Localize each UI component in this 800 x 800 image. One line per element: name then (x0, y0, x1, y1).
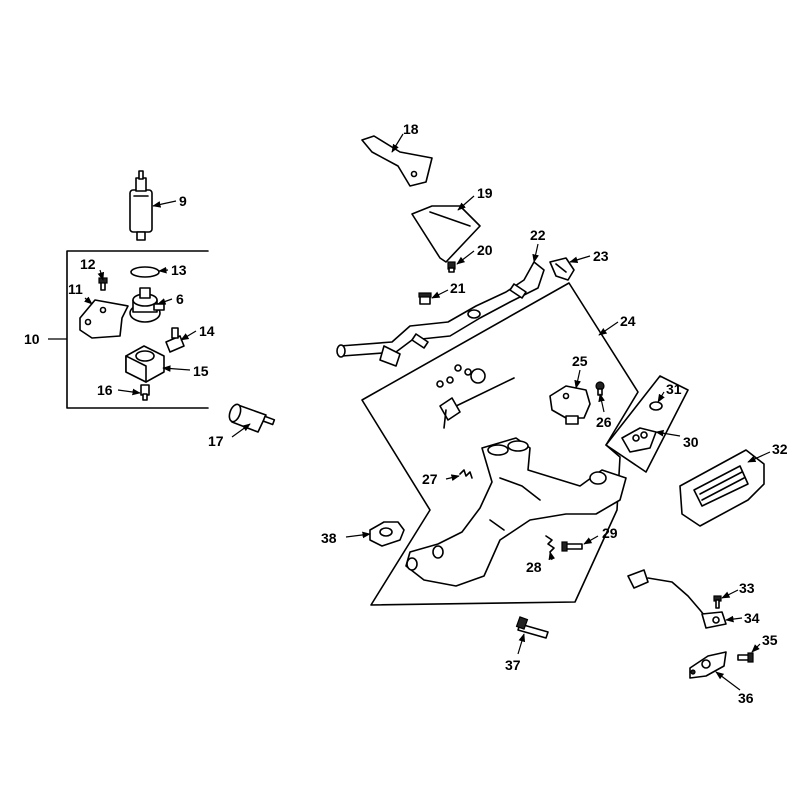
callout-32: 32 (772, 441, 788, 457)
intake-manifold (405, 437, 627, 587)
filter-housing (125, 345, 165, 383)
callout-31: 31 (666, 381, 682, 397)
callout-9: 9 (179, 193, 187, 209)
sensor-bracket-36 (689, 651, 727, 679)
long-bolt-37 (515, 616, 549, 639)
callout-22: 22 (530, 227, 546, 243)
spring-28 (545, 535, 555, 553)
callout-17: 17 (208, 433, 224, 449)
callout-29: 29 (602, 525, 618, 541)
callout-21: 21 (450, 280, 466, 296)
bolt-21 (418, 292, 432, 305)
throttle-position-sensor (549, 385, 591, 425)
callout-10: 10 (24, 331, 40, 347)
fitting-16 (140, 384, 150, 401)
callout-19: 19 (477, 185, 493, 201)
fuel-rail (336, 261, 545, 367)
fitting-14 (165, 327, 185, 353)
callout-16: 16 (97, 382, 113, 398)
fuel-injector-group (605, 375, 689, 473)
screw-33 (713, 595, 722, 609)
callout-27: 27 (422, 471, 438, 487)
fuel-pump (129, 170, 153, 241)
manifold-gasket (369, 521, 405, 547)
o-ring-31 (649, 401, 663, 411)
bolt-20 (447, 261, 456, 273)
upper-bracket (361, 135, 433, 187)
inline-fuel-filter (228, 403, 276, 433)
callout-18: 18 (403, 121, 419, 137)
callout-14: 14 (199, 323, 215, 339)
throttle-shaft-assembly (436, 364, 515, 429)
callout-11: 11 (68, 281, 83, 297)
fuel-group-bracket (66, 250, 209, 409)
callout-24: 24 (620, 313, 636, 329)
callout-34: 34 (744, 610, 760, 626)
intake-manifold-group-outline (361, 282, 639, 606)
callout-37: 37 (505, 657, 521, 673)
callout-36: 36 (738, 690, 754, 706)
callout-33: 33 (739, 580, 755, 596)
callout-30: 30 (683, 434, 699, 450)
retaining-clip (549, 257, 575, 281)
spring-27 (459, 469, 473, 479)
engine-control-unit (679, 449, 765, 527)
callout-28: 28 (526, 559, 542, 575)
o-ring-13 (130, 266, 160, 278)
callout-25: 25 (572, 353, 588, 369)
callout-20: 20 (477, 242, 493, 258)
bolt-29 (561, 541, 583, 552)
callout-38: 38 (321, 530, 337, 546)
pressure-regulator (129, 287, 165, 323)
regulator-bracket (79, 299, 129, 339)
callout-15: 15 (193, 363, 209, 379)
callout-12: 12 (80, 256, 96, 272)
callout-13: 13 (171, 262, 187, 278)
callout-labels: 9 10 11 12 13 6 14 15 16 17 18 19 20 21 … (24, 121, 788, 706)
callout-6: 6 (176, 291, 184, 307)
callout-35: 35 (762, 632, 778, 648)
leader-lines (84, 133, 771, 691)
crank-sensor-harness (627, 569, 727, 629)
heat-shield (411, 205, 481, 263)
bolt-35 (737, 652, 754, 663)
callout-23: 23 (593, 248, 609, 264)
callout-26: 26 (596, 414, 612, 430)
screw-26 (595, 381, 605, 396)
